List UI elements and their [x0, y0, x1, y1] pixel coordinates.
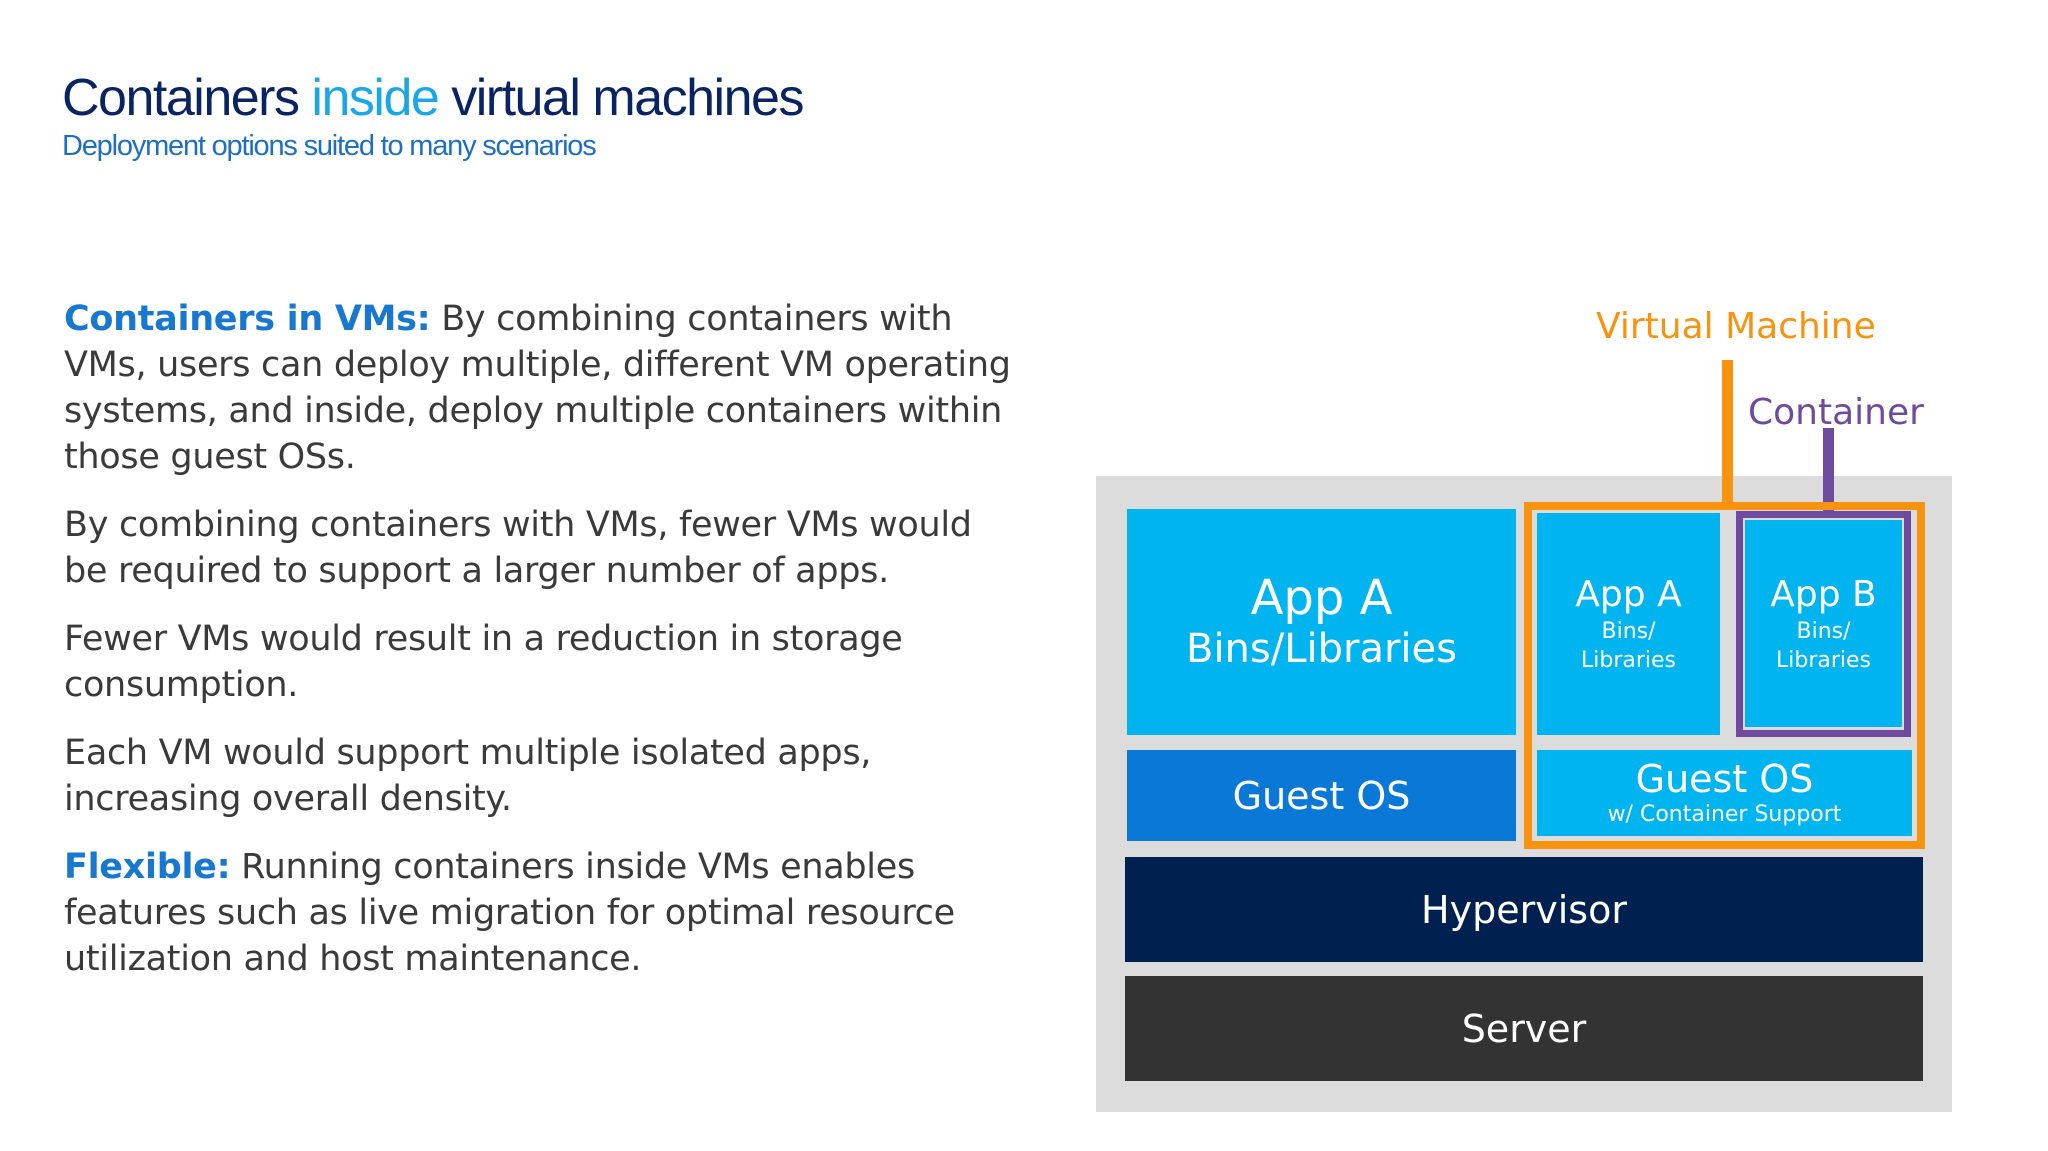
page-subtitle: Deployment options suited to many scenar… — [62, 130, 597, 162]
app-a-bins-libraries-right: App A Bins/ Libraries — [1537, 513, 1720, 735]
app-a-left-title: App A — [1250, 570, 1393, 626]
title-accent: inside — [311, 69, 439, 127]
virtual-machine-label: Virtual Machine — [1596, 306, 1876, 347]
title-part-1: Containers — [62, 69, 312, 127]
app-b-sub-2: Libraries — [1775, 647, 1871, 673]
server-layer: Server — [1125, 976, 1923, 1081]
title-part-2: virtual machines — [438, 69, 804, 127]
app-a-left-sub: Bins/Libraries — [1186, 626, 1457, 672]
paragraph-density: Each VM would support multiple isolated … — [64, 733, 872, 819]
guest-os-right-label: Guest OS — [1635, 757, 1814, 801]
hypervisor-label: Hypervisor — [1421, 887, 1627, 932]
app-a-right-sub-2: Libraries — [1580, 648, 1676, 673]
lead-containers-in-vms: Containers in VMs: — [64, 299, 431, 339]
guest-os-with-container-support: Guest OS w/ Container Support — [1537, 750, 1912, 836]
guest-os-right-sub: w/ Container Support — [1607, 802, 1842, 827]
container-boundary — [1736, 511, 1911, 737]
paragraph-containers-in-vms: Containers in VMs: By combining containe… — [64, 296, 1024, 480]
app-b-bins-libraries: App B Bins/ Libraries — [1745, 520, 1902, 727]
app-a-right-title: App A — [1575, 574, 1682, 615]
page-title: Containers inside virtual machines — [62, 68, 804, 128]
app-b-title: App B — [1770, 573, 1877, 615]
text-flexible: Running containers inside VMs enables fe… — [64, 847, 955, 979]
hypervisor-layer: Hypervisor — [1125, 857, 1923, 962]
paragraph-storage: Fewer VMs would result in a reduction in… — [64, 619, 903, 705]
app-a-right-sub-1: Bins/ — [1601, 619, 1656, 644]
paragraph-fewer-vms: By combining containers with VMs, fewer … — [64, 505, 972, 591]
body-text: Containers in VMs: By combining containe… — [64, 296, 1024, 1004]
paragraph-flexible: Flexible: Running containers inside VMs … — [64, 844, 1024, 982]
app-a-bins-libraries-left: App A Bins/Libraries — [1127, 509, 1516, 735]
lead-flexible: Flexible: — [64, 847, 231, 887]
virtual-machine-boundary — [1524, 502, 1925, 849]
text-containers-in-vms: By combining containers with VMs, users … — [64, 299, 1011, 477]
app-b-sub-1: Bins/ — [1796, 618, 1851, 644]
guest-os-left: Guest OS — [1127, 750, 1516, 841]
guest-os-left-label: Guest OS — [1232, 773, 1411, 818]
server-label: Server — [1461, 1006, 1587, 1051]
virtual-machine-connector-line — [1722, 360, 1733, 510]
container-connector-line — [1823, 428, 1834, 514]
container-label: Container — [1748, 392, 1924, 433]
